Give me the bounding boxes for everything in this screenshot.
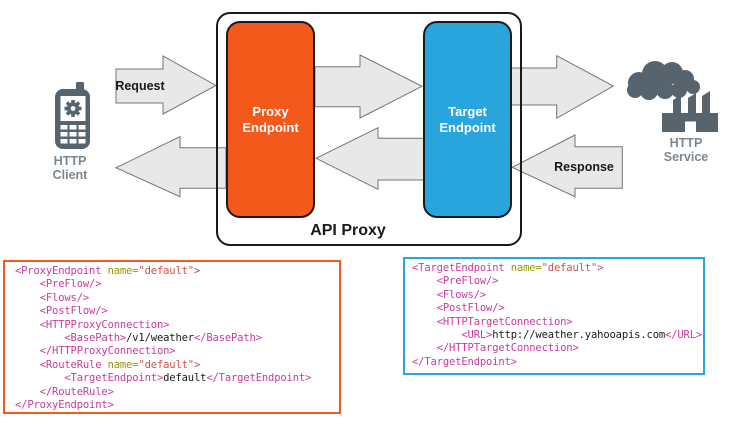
code-line: <TargetEndpoint name="default">	[412, 262, 604, 274]
smoke-clouds	[627, 61, 700, 100]
http-service-label: HTTP Service	[663, 136, 709, 164]
code-line: </HTTPProxyConnection>	[39, 345, 176, 358]
code-line: <HTTPTargetConnection>	[436, 315, 573, 328]
code-line: <HTTPProxyConnection>	[39, 318, 170, 331]
code-line: <PostFlow/>	[39, 305, 108, 318]
proxy-endpoint-label: Proxy Endpoint	[242, 103, 299, 135]
target-endpoint-box: Target Endpoint	[423, 21, 512, 218]
phone-keypad	[60, 125, 86, 144]
code-line: <PreFlow/>	[436, 275, 499, 288]
code-line: <TargetEndpoint>default</TargetEndpoint>	[64, 372, 312, 385]
code-line: <PostFlow/>	[436, 302, 505, 315]
response-label: Response	[554, 160, 614, 174]
gear-icon	[64, 100, 82, 117]
factory-door	[685, 121, 696, 132]
code-line: <PreFlow/>	[39, 278, 102, 291]
http-client-label: HTTP Client	[52, 154, 88, 182]
code-line: </ProxyEndpoint>	[15, 399, 114, 412]
target-to-service-arrow	[507, 54, 615, 120]
code-line: <BasePath>/v1/weather</BasePath>	[64, 332, 262, 345]
request-arrow	[115, 55, 218, 115]
code-line: </HTTPTargetConnection>	[436, 342, 579, 355]
target-endpoint-xml-block: <TargetEndpoint name="default"> <PreFlow…	[403, 257, 705, 375]
response-arrow	[511, 134, 623, 198]
api-proxy-container	[216, 12, 522, 246]
flow-arrows-layer	[114, 54, 623, 198]
code-line: <URL>http://weather.yahooapis.com</URL>	[461, 329, 703, 342]
target-endpoint-label: Target Endpoint	[439, 103, 496, 135]
api-proxy-label: API Proxy	[310, 222, 386, 239]
proxy-to-client-return-arrow	[114, 135, 227, 198]
code-line: <ProxyEndpoint name="default">	[15, 265, 201, 277]
code-line: </TargetEndpoint>	[412, 355, 517, 368]
code-line: <Flows/>	[436, 288, 487, 301]
proxy-to-target-arrow	[314, 54, 424, 119]
factory-smoke-icon	[627, 61, 718, 132]
request-label: Request	[115, 79, 165, 93]
proxy-endpoint-xml-block: <ProxyEndpoint name="default"> <PreFlow/…	[3, 260, 341, 414]
proxy-endpoint-box: Proxy Endpoint	[226, 21, 315, 218]
code-line: <RouteRule name="default">	[39, 358, 201, 371]
code-line: </RouteRule>	[39, 385, 114, 398]
code-line: <Flows/>	[39, 291, 90, 304]
mobile-phone-gear-icon	[55, 82, 90, 149]
